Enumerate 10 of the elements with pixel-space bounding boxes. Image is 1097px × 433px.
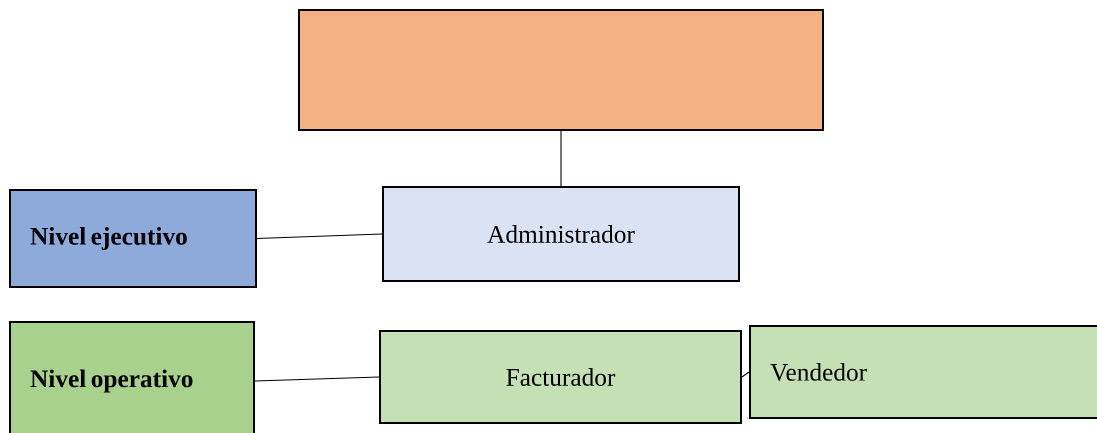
title-box	[298, 9, 824, 131]
connector-line	[741, 371, 750, 378]
connector-line	[560, 130, 562, 187]
level-box: Nivel ejecutivo	[9, 189, 257, 288]
connector-line	[254, 376, 380, 382]
level-box: Nivel operativo	[9, 321, 255, 433]
connector-line	[256, 233, 383, 240]
role-box: Vendedor	[749, 325, 1097, 419]
role-box: Facturador	[379, 330, 742, 424]
role-box: Administrador	[382, 186, 740, 282]
